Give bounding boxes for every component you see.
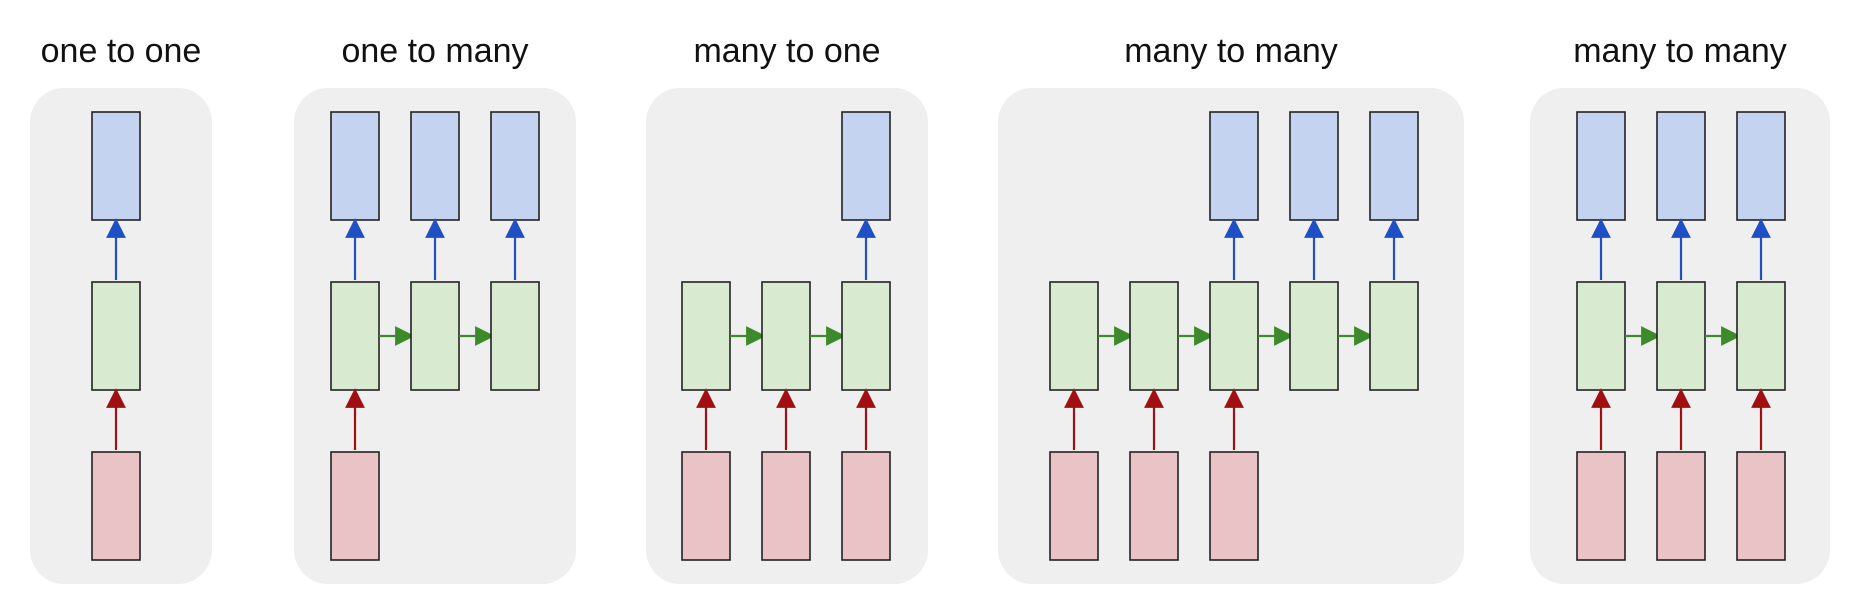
output-box	[1209, 111, 1259, 221]
input-box	[330, 451, 380, 561]
panel-title: one to one	[41, 32, 202, 70]
hidden-state-box	[1576, 281, 1626, 391]
input-box	[841, 451, 891, 561]
panel: many to many	[1530, 32, 1830, 584]
hidden-state-box	[1049, 281, 1099, 391]
input-box	[1209, 451, 1259, 561]
output-box	[1289, 111, 1339, 221]
output-box	[490, 111, 540, 221]
input-box	[1049, 451, 1099, 561]
input-box	[1576, 451, 1626, 561]
input-box	[1129, 451, 1179, 561]
hidden-state-box	[1736, 281, 1786, 391]
output-box	[330, 111, 380, 221]
panel-title: many to one	[693, 32, 880, 70]
output-box	[410, 111, 460, 221]
panel: one to one	[30, 32, 212, 584]
hidden-state-box	[841, 281, 891, 391]
output-box	[841, 111, 891, 221]
output-box	[1736, 111, 1786, 221]
hidden-state-box	[91, 281, 141, 391]
input-box	[1736, 451, 1786, 561]
input-box	[1656, 451, 1706, 561]
hidden-state-box	[1209, 281, 1259, 391]
input-box	[681, 451, 731, 561]
input-box	[91, 451, 141, 561]
input-box	[761, 451, 811, 561]
hidden-state-box	[1289, 281, 1339, 391]
panel: many to one	[646, 32, 928, 584]
output-box	[1369, 111, 1419, 221]
hidden-state-box	[761, 281, 811, 391]
output-box	[1576, 111, 1626, 221]
panel-title: many to many	[1573, 32, 1787, 70]
hidden-state-box	[1369, 281, 1419, 391]
panel-title: one to many	[341, 32, 528, 70]
hidden-state-box	[330, 281, 380, 391]
output-box	[1656, 111, 1706, 221]
hidden-state-box	[490, 281, 540, 391]
output-box	[91, 111, 141, 221]
hidden-state-box	[410, 281, 460, 391]
panel: one to many	[294, 32, 576, 584]
hidden-state-box	[1129, 281, 1179, 391]
hidden-state-box	[681, 281, 731, 391]
panel: many to many	[998, 32, 1464, 584]
hidden-state-box	[1656, 281, 1706, 391]
panel-title: many to many	[1124, 32, 1338, 70]
